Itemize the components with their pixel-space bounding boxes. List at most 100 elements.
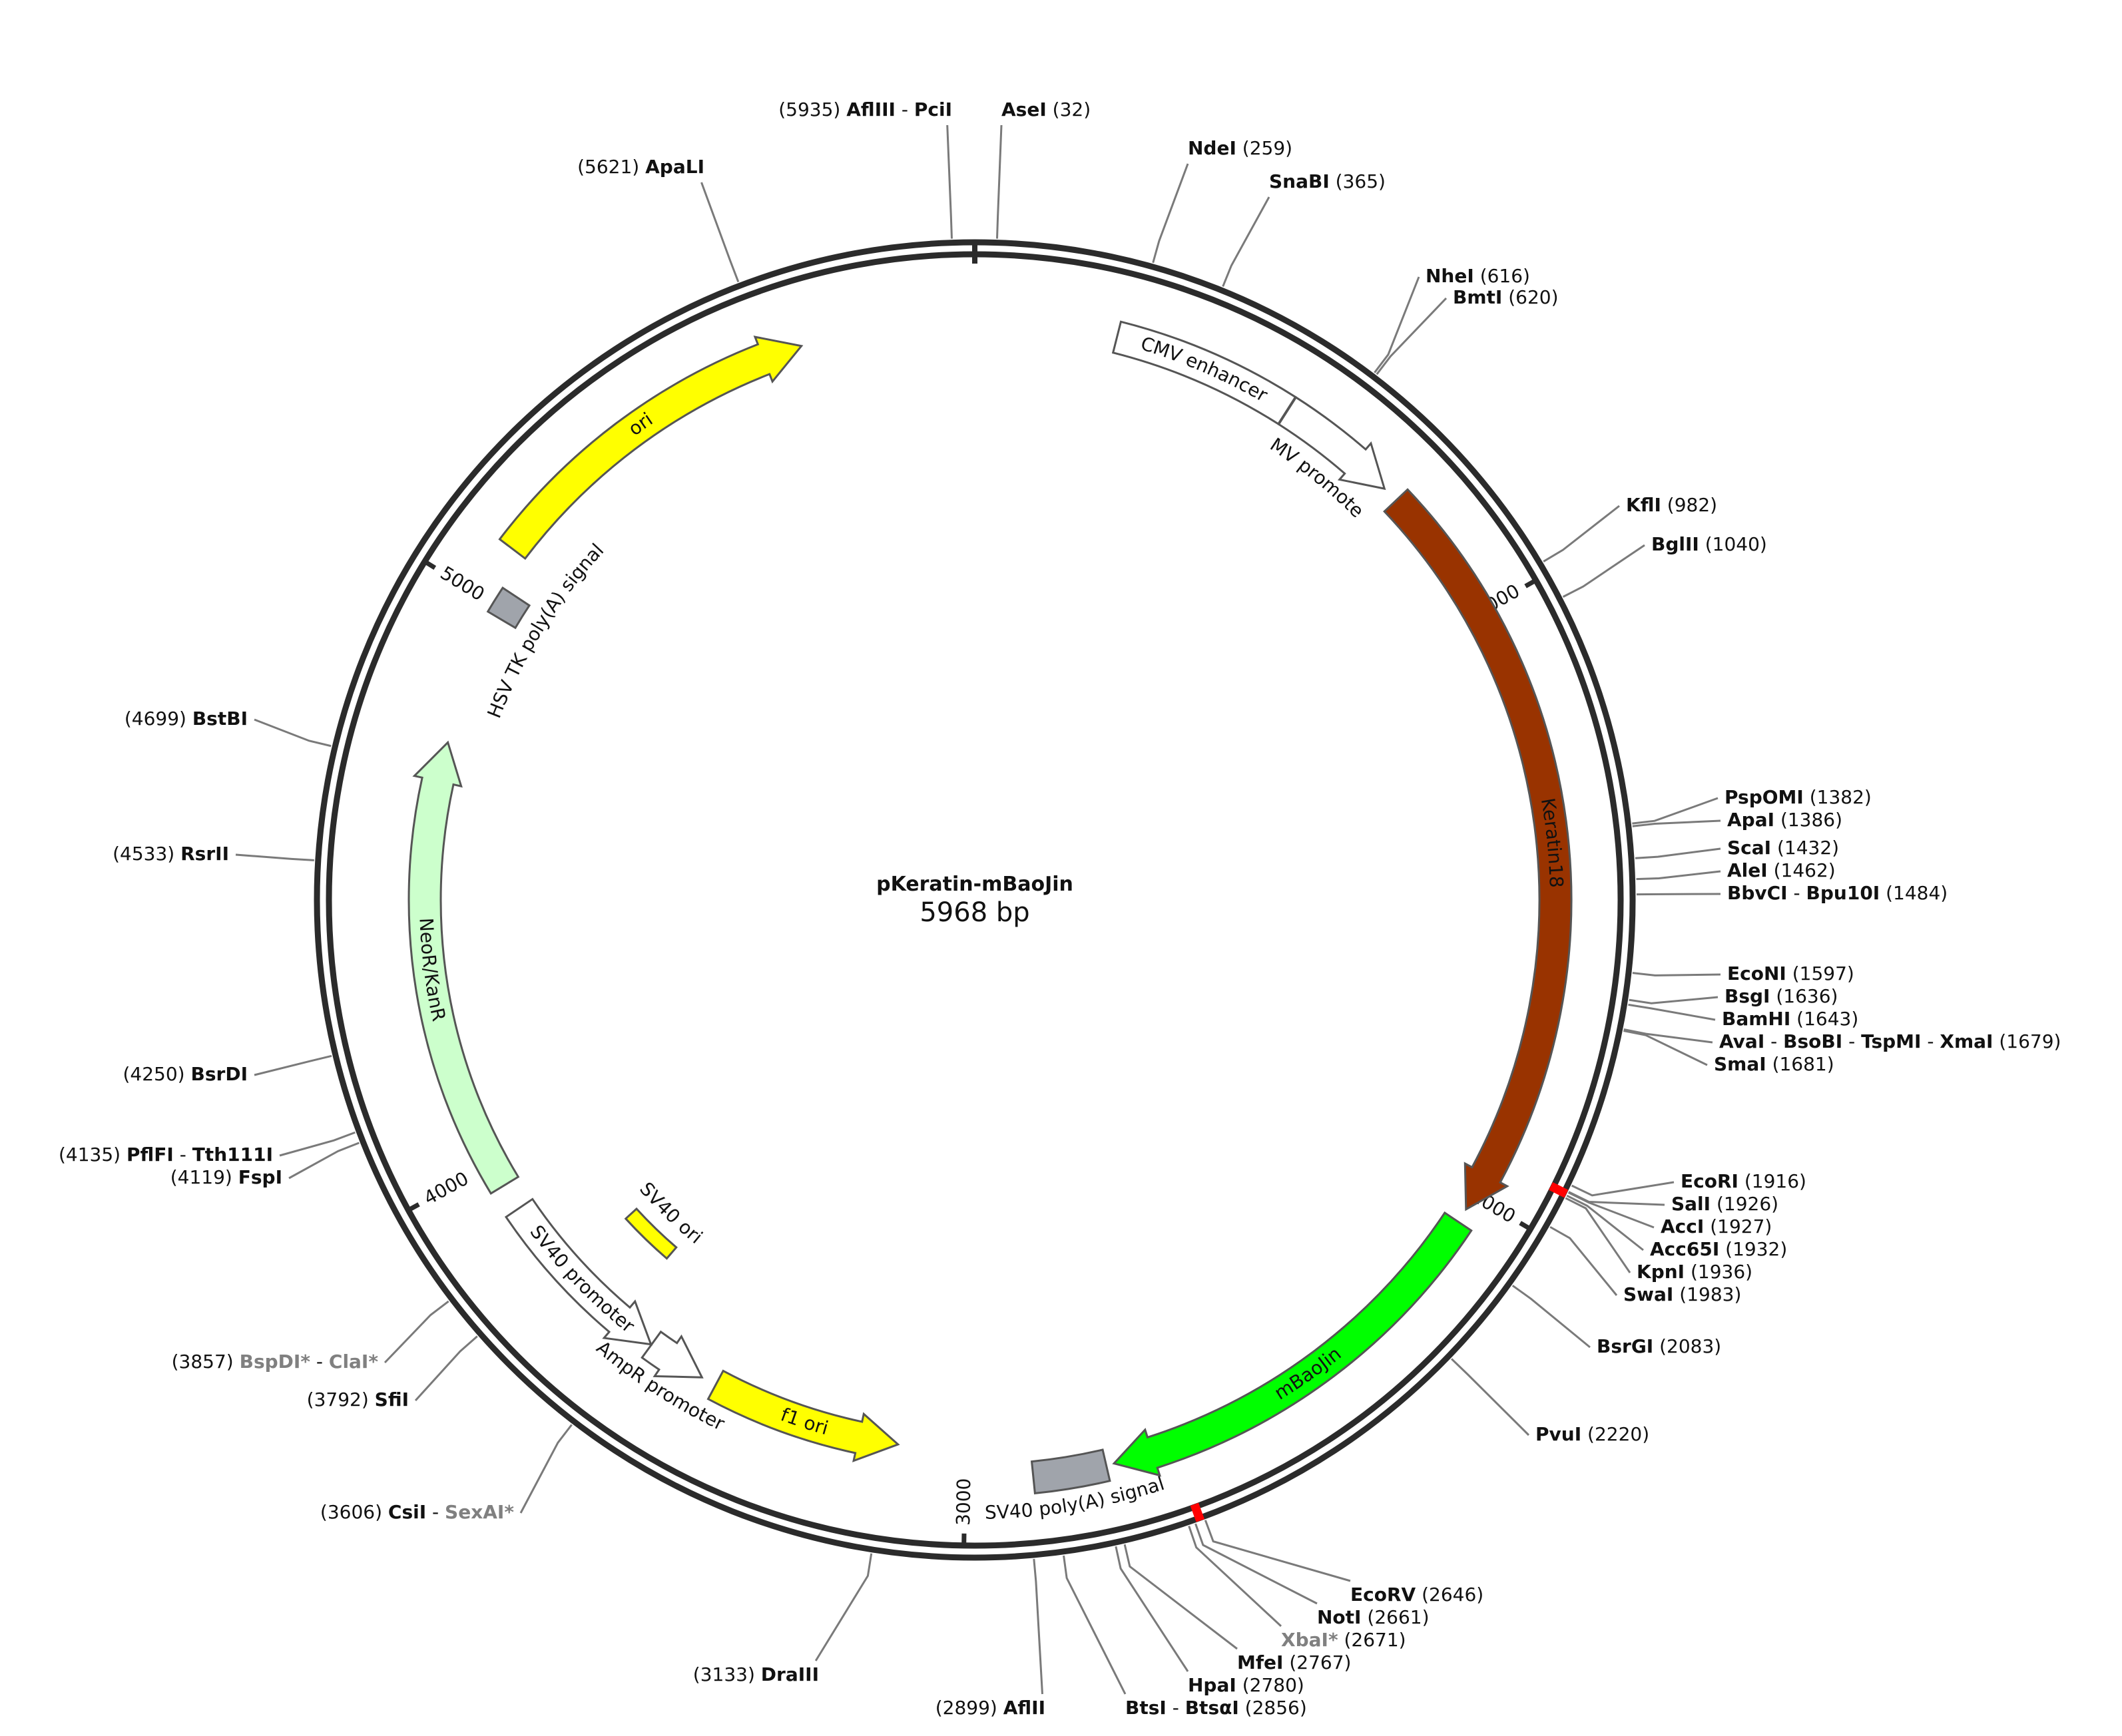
site-label: SnaBI (365): [1269, 170, 1386, 192]
site-label: (4533) RsrII: [113, 843, 229, 865]
site-leader-line: [1152, 163, 1189, 264]
backbone-outer-ring: [314, 239, 1636, 1561]
enzyme-name: PspOMI: [1724, 786, 1804, 808]
site-label: AvaI - BsoBI - TspMI - XmaI (1679): [1719, 1030, 2061, 1052]
enzyme-name: ApaLI: [645, 156, 704, 178]
site-position: (616): [1480, 265, 1530, 287]
site-label: EcoRV (2646): [1350, 1584, 1483, 1606]
site-bamhi: BamHI (1643): [1722, 1008, 1858, 1030]
site-bsgi: BsgI (1636): [1724, 985, 1838, 1007]
site-leader-line: [254, 1054, 332, 1076]
feature-keratin18: [1383, 488, 1573, 1211]
site-leader-line: [1623, 1028, 1713, 1044]
mbaojin-shape: [1112, 1211, 1473, 1477]
sv40-promoter-label: SV40 promoter: [525, 1221, 639, 1337]
site-label: (4250) BsrDI: [123, 1063, 248, 1085]
site-label: BmtI (620): [1453, 286, 1559, 308]
enzyme-name: NotI: [1317, 1606, 1361, 1628]
enzyme-name: KflI: [1626, 494, 1661, 516]
tick-label: 3000: [952, 1478, 975, 1526]
site-position: (1926): [1717, 1193, 1778, 1215]
enzyme-name: PciI: [914, 99, 952, 120]
site-leader-line: [1451, 1358, 1530, 1436]
site-leader-line: [1632, 797, 1719, 825]
enzyme-name: AccI: [1661, 1215, 1704, 1237]
plasmid-name: pKeratin-mBaoJin: [876, 873, 1073, 896]
site-hpai: HpaI (2780): [1188, 1674, 1304, 1696]
enzyme-name: ClaI*: [329, 1351, 378, 1373]
enzyme-name: BtsI: [1125, 1697, 1167, 1719]
site-label: (3792) SfiI: [307, 1389, 409, 1410]
site-fspi: (4119) FspI: [170, 1166, 282, 1188]
site-position: (4119): [170, 1166, 232, 1188]
enzyme-name: BsoBI: [1783, 1030, 1842, 1052]
site-leader-line: [1376, 297, 1448, 375]
site-position: (1936): [1691, 1261, 1752, 1283]
hsv-tk-polya-label: HSV TK poly(A) signal: [483, 539, 609, 721]
site-position: (365): [1336, 170, 1386, 192]
site-label: NdeI (259): [1188, 137, 1292, 159]
cmv-promoter-label: CMV promoter: [0, 0, 1368, 522]
site-label: AleI (1462): [1727, 859, 1836, 881]
feature-sv40-promoter: [504, 1197, 653, 1346]
site-position: (1040): [1705, 533, 1767, 555]
enzyme-name: TspMI: [1861, 1030, 1921, 1052]
site-position: (32): [1053, 99, 1091, 120]
site-leader-line: [519, 1424, 573, 1514]
site-position: (3133): [693, 1663, 755, 1685]
hsv-tk-polya-shape: [486, 586, 531, 630]
enzyme-name: SwaI: [1623, 1283, 1673, 1305]
site-label: (2899) AflII: [935, 1697, 1045, 1719]
site-leader-line: [1629, 996, 1719, 1004]
site-position: (1462): [1774, 859, 1836, 881]
site-leader-line: [1115, 1546, 1189, 1672]
site-leader-line: [1623, 1030, 1708, 1066]
site-pspomi: PspOMI (1382): [1724, 786, 1872, 808]
site-label: KflI (982): [1626, 494, 1717, 516]
site-position: (982): [1667, 494, 1717, 516]
site-leader-line: [384, 1300, 449, 1364]
site-label: (3133) DraIII: [693, 1663, 819, 1685]
site-leader-line: [1204, 1520, 1351, 1582]
site-label: NheI (616): [1426, 265, 1530, 287]
site-position: (1643): [1796, 1008, 1858, 1030]
site-label: (4135) PflFI - Tth111I: [59, 1144, 273, 1166]
site-position: (259): [1242, 137, 1292, 159]
site-sfii: (3792) SfiI: [307, 1389, 409, 1410]
site-leader-line: [1374, 276, 1420, 373]
site-bstbi: (4699) BstBI: [125, 708, 248, 730]
site-label: BtsI - BtsαI (2856): [1125, 1697, 1307, 1719]
plasmid-size: 5968 bp: [920, 897, 1029, 928]
site-label: AseI (32): [1001, 99, 1091, 120]
site-label: ApaI (1386): [1727, 809, 1842, 831]
site-bglii: BglII (1040): [1651, 533, 1767, 555]
site-position: (2767): [1289, 1651, 1351, 1673]
site-leader-line: [1543, 505, 1620, 562]
site-label: (5621) ApaLI: [577, 156, 704, 178]
site-label: HpaI (2780): [1188, 1674, 1304, 1696]
feature-f1-ori: [706, 1369, 900, 1462]
enzyme-name: EcoRV: [1350, 1584, 1416, 1606]
site-acc65i: Acc65I (1932): [1650, 1238, 1787, 1260]
enzyme-name: SnaBI: [1269, 170, 1330, 192]
site-position: (1679): [1999, 1030, 2061, 1052]
site-position: (1927): [1710, 1215, 1772, 1237]
red-site-mark: [1550, 1182, 1569, 1194]
site-leader-line: [1566, 1194, 1644, 1251]
site-bmti: BmtI (620): [1453, 286, 1559, 308]
f1-ori-shape: [706, 1369, 900, 1462]
enzyme-name: PflFI: [127, 1144, 174, 1166]
enzyme-name: EcoRI: [1681, 1170, 1738, 1192]
site-leader-line: [1511, 1285, 1591, 1349]
site-position: (4135): [59, 1144, 121, 1166]
site-label: (3606) CsiI - SexAI*: [320, 1501, 514, 1523]
enzyme-name: BglII: [1651, 533, 1699, 555]
site-leader-line: [946, 124, 953, 239]
tick-mark: [1524, 577, 1539, 588]
site-leader-line: [1565, 1197, 1631, 1273]
site-label: SwaI (1983): [1623, 1283, 1741, 1305]
enzyme-name: NheI: [1426, 265, 1474, 287]
site-leader-line: [1063, 1555, 1127, 1695]
enzyme-name: ApaI: [1727, 809, 1774, 831]
